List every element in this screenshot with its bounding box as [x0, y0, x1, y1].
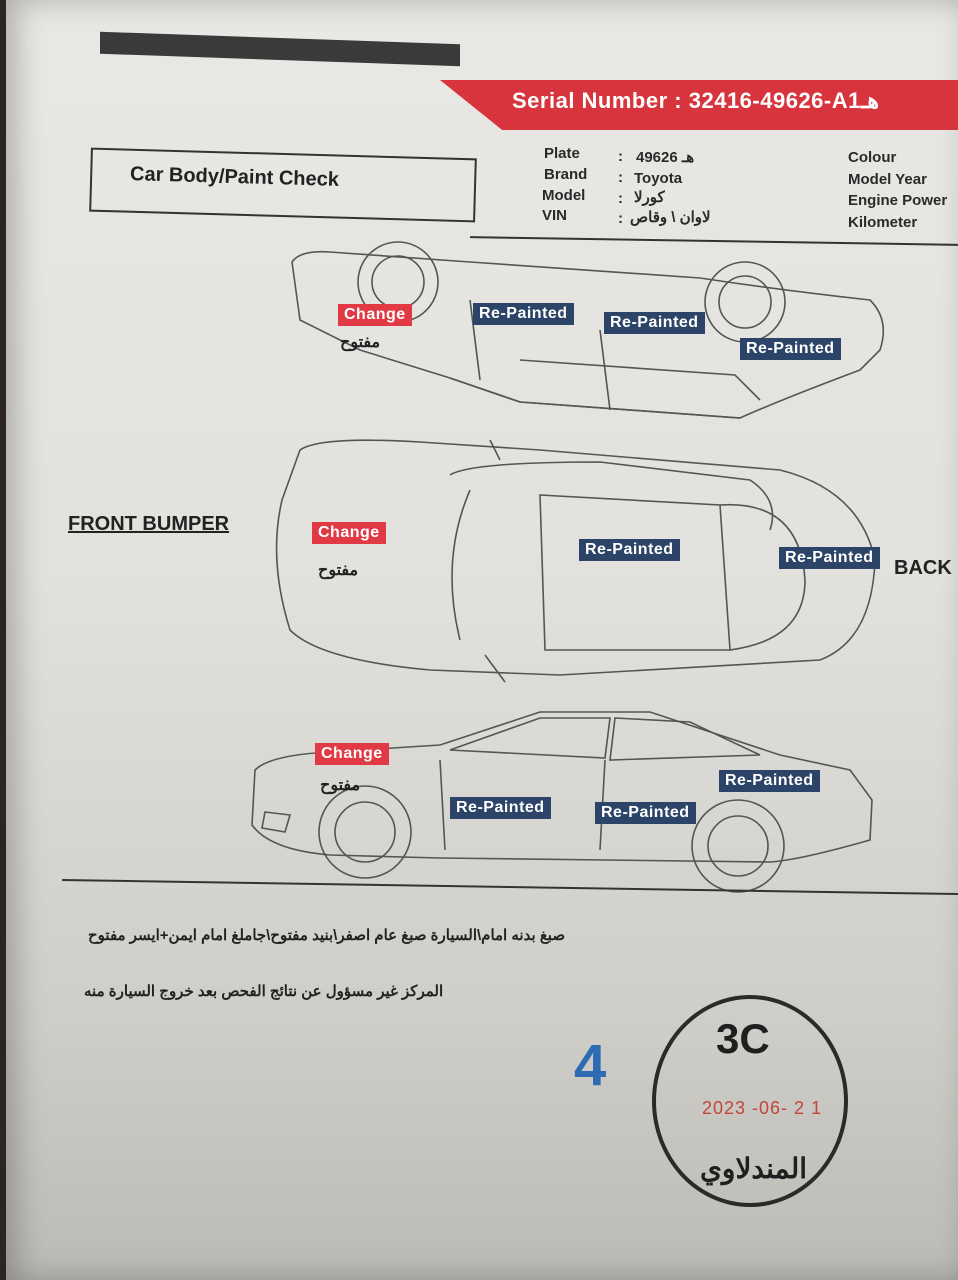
serial-label: Serial Number : — [512, 88, 683, 113]
change-tag-bottom-front: Change — [315, 743, 389, 765]
plate-label: Plate — [544, 145, 580, 162]
repainted-tag-top-3: Re-Painted — [740, 338, 841, 360]
info-colon: : — [618, 148, 623, 165]
vin-label: VIN — [542, 207, 568, 224]
serial-value: 32416-49626-A1هـ — [688, 88, 879, 113]
brand-value: Toyota — [634, 170, 683, 187]
vin-value: لاوان \ وقاص — [630, 209, 711, 226]
info-colon: : — [618, 169, 623, 186]
model-value: كورلا — [634, 189, 665, 206]
repainted-tag-trunk: Re-Painted — [779, 547, 880, 569]
opened-note-bottom: مفتوح — [320, 777, 361, 794]
repainted-tag-top-1: Re-Painted — [473, 303, 574, 325]
repainted-tag-bottom-3: Re-Painted — [719, 770, 820, 792]
opened-note-hood: مفتوح — [318, 562, 359, 579]
kilometer-label: Kilometer — [848, 214, 918, 231]
opened-note-top: مفتوح — [340, 334, 381, 351]
engine-power-label: Engine Power — [848, 192, 948, 209]
repainted-tag-bottom-2: Re-Painted — [595, 802, 696, 824]
plate-value: هـ 49626 — [636, 149, 695, 166]
change-tag-top-front: Change — [338, 304, 412, 326]
disclaimer-note: المركز غير مسؤول عن نتائج الفحص بعد خروج… — [84, 983, 444, 1000]
back-label: BACK — [894, 557, 952, 579]
model-label: Model — [542, 187, 586, 204]
change-tag-hood: Change — [312, 522, 386, 544]
model-year-label: Model Year — [848, 171, 927, 188]
stamp-code: 3C — [716, 1015, 770, 1062]
info-colon: : — [618, 210, 623, 227]
serial-number: Serial Number : 32416-49626-A1هـ — [512, 88, 879, 114]
repainted-tag-roof: Re-Painted — [579, 539, 680, 561]
info-colon: : — [618, 190, 623, 207]
front-bumper-label: FRONT BUMPER — [68, 513, 230, 535]
brand-label: Brand — [544, 166, 588, 183]
serial-banner — [440, 80, 958, 130]
colour-label: Colour — [848, 149, 897, 166]
stamp-name: المندلاوي — [700, 1153, 808, 1184]
inspection-stamp — [652, 995, 848, 1207]
inspection-note: صبغ بدنه امام\السيارة صبغ عام اصفر\بنيد … — [88, 927, 566, 944]
stamp-date: 2023 -06- 2 1 — [702, 1098, 823, 1118]
handwritten-number: 4 — [574, 1033, 607, 1098]
repainted-tag-bottom-1: Re-Painted — [450, 797, 551, 819]
repainted-tag-top-2: Re-Painted — [604, 312, 705, 334]
